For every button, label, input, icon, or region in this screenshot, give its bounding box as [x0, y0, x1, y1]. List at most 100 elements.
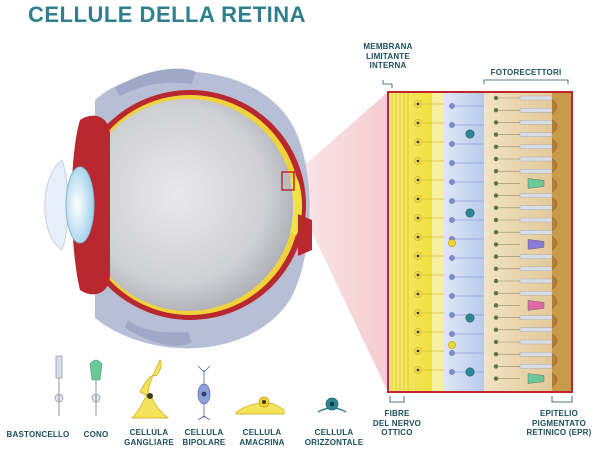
photoreceptor-nucleus: [493, 376, 499, 381]
rod-outer-segment: [519, 168, 553, 174]
rod-outer-segment: [519, 315, 553, 320]
photoreceptor-nucleus: [493, 266, 499, 271]
rod-outer-segment: [519, 132, 553, 137]
epithelium-cell: [551, 372, 558, 388]
page-title: CELLULE DELLA RETINA: [28, 2, 307, 27]
legend-label-rod: BASTONCELLO: [6, 430, 70, 439]
epithelium-cell: [551, 99, 558, 115]
ganglion-nucleus: [416, 368, 420, 372]
photoreceptor-nucleus: [493, 193, 499, 198]
bipolar-cell: [449, 274, 455, 280]
bipolar-cell: [449, 293, 455, 299]
bipolar-cell: [449, 312, 455, 318]
fotorecettori-label: FOTORECETTORI: [490, 68, 562, 77]
bipolar-cell: [449, 331, 455, 337]
rod-outer-segment: [519, 229, 553, 235]
bipolar-dendrites-icon: [197, 365, 211, 421]
bipolar-cell: [449, 122, 455, 128]
photoreceptor-nucleus: [493, 278, 499, 284]
photoreceptor-nucleus: [493, 303, 499, 308]
lens: [65, 166, 95, 244]
cone-outer-segment: [527, 178, 545, 189]
photoreceptor-nucleus: [493, 364, 499, 369]
rod-outer-segment: [519, 144, 553, 150]
bipolar-nucleus-icon: [201, 391, 207, 397]
epithelium-cell: [551, 158, 558, 173]
photoreceptor-nucleus: [493, 230, 499, 235]
rod-outer-segment: [519, 156, 553, 162]
ganglion-nucleus: [416, 197, 420, 201]
rod-outer-segment: [519, 352, 553, 357]
ganglion-nucleus: [416, 273, 420, 277]
photoreceptor-nucleus: [493, 95, 499, 101]
photoreceptor-nucleus: [493, 156, 499, 162]
retina-section: [387, 91, 573, 393]
epithelium-cell: [551, 216, 558, 232]
amacrine-nucleus-icon: [262, 400, 266, 404]
ganglion-nucleus: [416, 178, 420, 182]
section-frame: [387, 91, 573, 393]
fibre-label: FIBRE DEL NERVO OTTICO: [372, 409, 422, 437]
membrana-bracket: [382, 80, 393, 88]
photoreceptor-nucleus: [493, 352, 499, 357]
bipolar-cell: [449, 198, 455, 204]
horizontal-cell: [465, 313, 475, 323]
fotorecettori-bracket: [483, 79, 569, 84]
rod-outer-segment: [519, 120, 553, 125]
rod-outer-segment: [519, 254, 553, 259]
ganglion-nucleus: [416, 349, 420, 353]
ganglion-icon: [131, 359, 169, 419]
epithelium-cell: [551, 294, 558, 310]
photoreceptor-nucleus: [493, 339, 499, 345]
cone-outer-segment: [527, 373, 545, 384]
horizontal-nucleus-icon: [329, 401, 335, 407]
photoreceptor-nucleus: [493, 291, 499, 296]
bipolar-cell: [449, 141, 455, 147]
zoom-marker: [281, 171, 295, 191]
photoreceptor-nucleus: [493, 120, 499, 125]
legend-label-ganglion: CELLULA GANGLIARE: [124, 428, 174, 447]
epithelium-cell: [551, 236, 558, 251]
bipolar-cell: [449, 217, 455, 223]
cone-outer-segment: [527, 300, 545, 311]
ganglion-nucleus: [416, 121, 420, 125]
horizontal-cell: [465, 208, 475, 218]
fibre-bracket: [389, 396, 405, 403]
ganglion-nucleus: [416, 102, 420, 106]
photoreceptor-nucleus: [493, 144, 499, 149]
epitelio-bracket: [551, 396, 573, 403]
legend-label-cone: CONO: [83, 430, 109, 439]
bipolar-cell: [449, 160, 455, 166]
rod-outer-segment: [519, 278, 553, 284]
rod-outer-segment: [519, 95, 553, 101]
photoreceptor-nucleus: [493, 315, 499, 320]
photoreceptor-nucleus: [493, 217, 499, 223]
ganglion-nucleus: [416, 254, 420, 258]
epithelium-cell: [551, 314, 558, 329]
legend-label-bipolar: CELLULA BIPOLARE: [182, 428, 226, 447]
epithelium-cell: [551, 275, 558, 290]
ganglion-nucleus: [416, 330, 420, 334]
ganglion-nucleus-icon: [147, 393, 153, 399]
bipolar-cell: [449, 350, 455, 356]
horizontal-cell: [465, 129, 475, 139]
photoreceptor-nucleus: [493, 242, 499, 247]
legend-label-amacrine: CELLULA AMACRINA: [239, 428, 285, 447]
rod-outer-segment: [519, 327, 553, 332]
photoreceptor-nucleus: [493, 205, 499, 210]
membrana-label: MEMBRANA LIMITANTE INTERNA: [363, 42, 413, 70]
epithelium-cell: [551, 138, 558, 154]
epithelium-cell: [551, 177, 558, 193]
epithelium-cell: [551, 119, 558, 134]
amacrine-cell: [448, 341, 456, 349]
photoreceptor-nucleus: [493, 108, 499, 113]
ganglion-nucleus: [416, 216, 420, 220]
zoom-beam: [292, 92, 388, 392]
rod-outer-segment: [519, 364, 553, 369]
epitelio-label: EPITELIO PIGMENTATO RETINICO (EPR): [526, 409, 592, 437]
epithelium-cell: [551, 255, 558, 271]
ganglion-nucleus: [416, 235, 420, 239]
ganglion-nucleus: [416, 311, 420, 315]
photoreceptor-nucleus: [493, 132, 499, 137]
